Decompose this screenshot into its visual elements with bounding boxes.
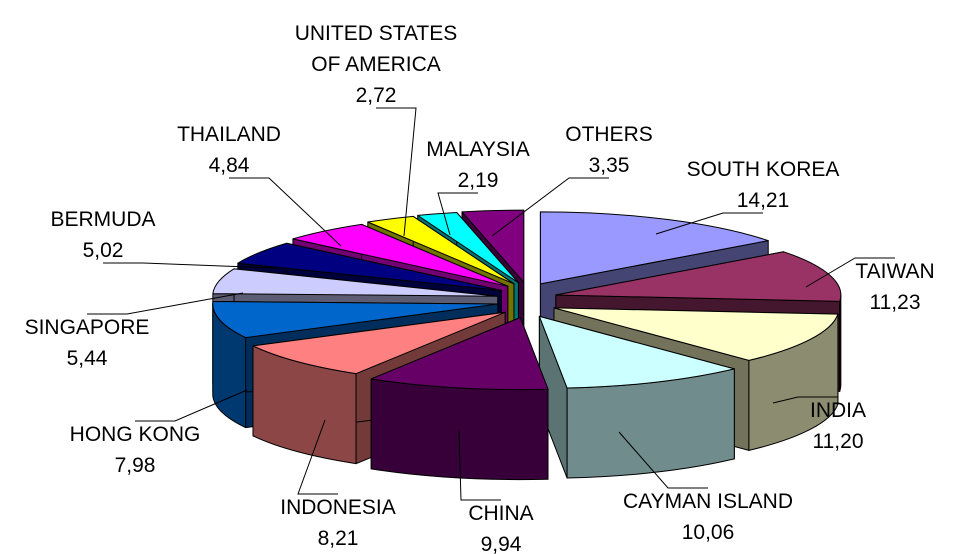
slice-label-cayman-island: CAYMAN ISLAND 10,06	[623, 490, 793, 544]
leader-line-taiwan	[805, 257, 895, 288]
slice-name-malaysia: MALAYSIA	[426, 138, 529, 161]
slice-name-south-korea: SOUTH KOREA	[687, 158, 840, 181]
slice-name-singapore: SINGAPORE	[25, 316, 150, 339]
leader-line-india	[772, 396, 838, 404]
slice-name-cayman-island: CAYMAN ISLAND	[623, 490, 793, 513]
pie-slices	[212, 209, 842, 481]
leader-line-south-korea	[655, 212, 763, 235]
slice-name-others: OTHERS	[565, 123, 653, 146]
slice-label-indonesia: INDONESIA 8,21	[280, 496, 396, 550]
slice-label-united-states-of-america: UNITED STATES OF AMERICA 2,72	[295, 22, 458, 107]
pie-slice-china	[370, 317, 549, 481]
slice-label-thailand: THAILAND 4,84	[177, 123, 281, 177]
slice-value-malaysia: 2,19	[458, 169, 499, 192]
slice-label-bermuda: BERMUDA 5,02	[50, 208, 155, 262]
slice-value-bermuda: 5,02	[83, 239, 124, 262]
slice-name-taiwan: TAIWAN	[855, 260, 934, 283]
slice-label-singapore: SINGAPORE 5,44	[25, 316, 150, 370]
slice-value-indonesia: 8,21	[318, 527, 359, 550]
slice-value-united-states-of-america: 2,72	[356, 84, 397, 107]
slice-name-india: INDIA	[810, 399, 866, 422]
slice-name-bermuda: BERMUDA	[50, 208, 155, 231]
leader-line-others	[491, 177, 609, 237]
slice-value-china: 9,94	[481, 533, 522, 554]
slice-value-hong-kong: 7,98	[115, 454, 156, 477]
slice-name-indonesia: INDONESIA	[280, 496, 396, 519]
leader-line-bermuda	[103, 262, 276, 269]
slice-name-united-states-of-america: UNITED STATES	[295, 22, 458, 45]
slice-value-others: 3,35	[589, 154, 630, 177]
slice-value-taiwan: 11,23	[870, 291, 921, 314]
slice-label-taiwan: TAIWAN 11,23	[855, 260, 934, 314]
slice-value-south-korea: 14,21	[737, 189, 790, 212]
leader-line-united-states-of-america	[376, 107, 417, 237]
leader-line-indonesia	[297, 419, 338, 495]
slice-value-cayman-island: 10,06	[682, 521, 735, 544]
leader-line-malaysia	[437, 192, 478, 236]
leader-lines	[87, 107, 895, 501]
leader-line-cayman-island	[618, 431, 708, 489]
leader-line-hong-kong	[135, 389, 248, 422]
slice-label-malaysia: MALAYSIA 2,19	[426, 138, 529, 192]
slice-value-singapore: 5,44	[67, 347, 108, 370]
leader-line-china	[458, 429, 501, 501]
slice-label-india: INDIA 11,20	[810, 399, 866, 453]
slice-name-hong-kong: HONG KONG	[70, 423, 201, 446]
slice-label-hong-kong: HONG KONG 7,98	[70, 423, 201, 477]
slice-name-thailand: THAILAND	[177, 123, 281, 146]
slice-name-china: CHINA	[468, 502, 533, 525]
slice-name-united-states-of-america: OF AMERICA	[311, 53, 441, 76]
slice-value-thailand: 4,84	[209, 154, 250, 177]
leader-line-singapore	[87, 292, 244, 315]
slice-label-south-korea: SOUTH KOREA 14,21	[687, 158, 840, 212]
slice-value-india: 11,20	[813, 430, 864, 453]
slice-label-others: OTHERS 3,35	[565, 123, 653, 177]
pie-slice-cayman-island	[538, 315, 735, 479]
slice-label-china: CHINA 9,94	[468, 502, 533, 554]
leader-line-thailand	[229, 177, 342, 247]
